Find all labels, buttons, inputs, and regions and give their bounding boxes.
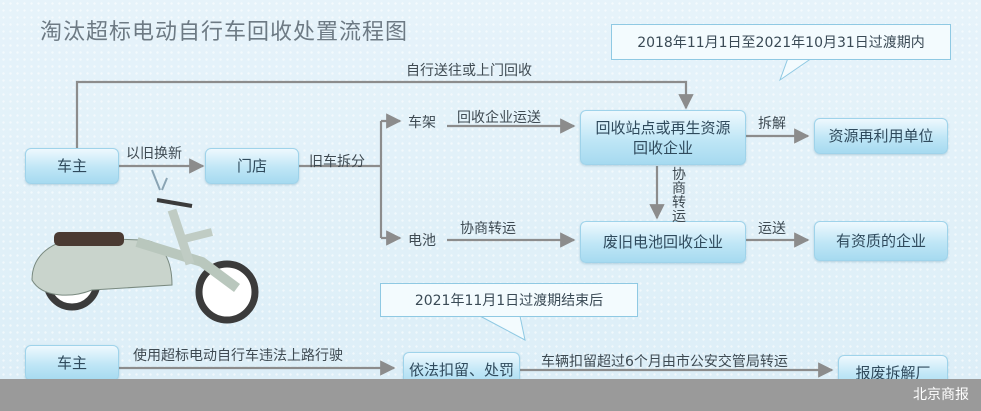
- label-disassemble: 旧车拆分: [309, 154, 365, 170]
- node-battery-recycler: 废旧电池回收企业: [580, 221, 746, 263]
- label-dismantle: 拆解: [758, 116, 786, 132]
- label-trade-in: 以旧换新: [126, 146, 182, 162]
- callout-top-tail: [778, 57, 813, 82]
- label-illegal-use: 使用超标电动自行车违法上路行驶: [133, 348, 343, 364]
- diagram-title: 淘汰超标电动自行车回收处置流程图: [40, 20, 409, 45]
- label-company-transport: 回收企业运送: [457, 110, 541, 126]
- node-store: 门店: [205, 148, 299, 184]
- label-battery: 电池: [408, 233, 436, 249]
- brand-logo-text: 北京商报: [913, 387, 969, 403]
- label-direct-pickup: 自行送往或上门回收: [406, 63, 532, 79]
- node-recycling-station: 回收站点或再生资源 回收企业: [580, 110, 746, 165]
- e-bike-illustration: [31, 169, 259, 324]
- label-frame: 车架: [408, 115, 436, 131]
- label-deliver: 运送: [758, 221, 786, 237]
- label-negotiated-transfer: 协商转运: [460, 221, 516, 237]
- callout-mid-tail: [479, 315, 526, 341]
- label-negotiated-transfer-vertical: 协商转运: [672, 167, 686, 225]
- callout-after-transition: 2021年11月1日过渡期结束后: [380, 283, 638, 317]
- node-owner-2: 车主: [25, 345, 119, 381]
- label-impound-transfer: 车辆扣留超过6个月由市公安交管局转运: [541, 354, 788, 370]
- footer-bar: [0, 379, 981, 411]
- edge-direct-pickup: [75, 80, 694, 148]
- callout-transition-period: 2018年11月1日至2021年10月31日过渡期内: [611, 24, 951, 60]
- node-resource-reuse: 资源再利用单位: [814, 118, 948, 154]
- node-qualified-company: 有资质的企业: [814, 221, 948, 261]
- node-owner-1: 车主: [25, 148, 119, 184]
